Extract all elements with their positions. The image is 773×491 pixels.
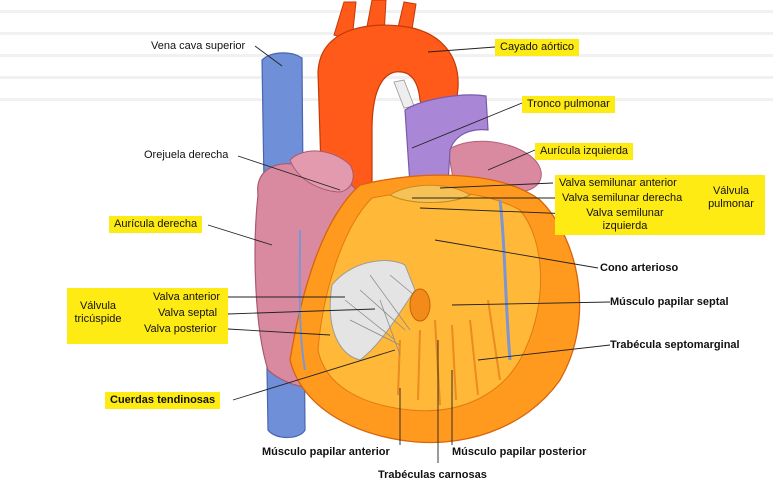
label-valva-semilunar-derecha: Valva semilunar derecha xyxy=(562,192,683,204)
right-auricle-shape xyxy=(289,150,354,193)
chordae-tendineae-lines xyxy=(344,274,421,356)
pulmonary-valve-box xyxy=(555,175,765,235)
label-musculo-papilar-posterior: Músculo papilar posterior xyxy=(452,446,587,458)
septal-papillary-shape xyxy=(409,288,431,322)
label-musculo-papilar-septal: Músculo papilar septal xyxy=(610,296,729,308)
label-valva-anterior: Valva anterior xyxy=(153,291,221,303)
label-trabeculas-carnosas: Trabéculas carnosas xyxy=(378,469,487,481)
label-auricula-izquierda: Aurícula izquierda xyxy=(535,143,634,160)
pulmonary-trunk-shape xyxy=(404,94,489,186)
label-valva-semilunar-izquierda: Valva semilunar izquierda xyxy=(560,207,690,233)
label-valvula-pulmonar-line2: pulmonar xyxy=(708,198,754,210)
label-orejuela-derecha: Orejuela derecha xyxy=(144,149,229,161)
label-cono-arterioso: Cono arterioso xyxy=(600,262,679,274)
label-valvula-tricuspide-line1: Válvula xyxy=(79,300,117,312)
tricuspid-valve-box xyxy=(67,288,228,344)
label-valva-semilunar-izquierda-line2: izquierda xyxy=(602,220,648,232)
label-cuerdas-tendinosas: Cuerdas tendinosas xyxy=(105,392,221,409)
label-valva-semilunar-izquierda-line1: Valva semilunar xyxy=(586,207,664,219)
coronary-vessel-2 xyxy=(298,229,306,371)
trabeculae-lines xyxy=(397,299,501,406)
label-valvula-tricuspide-line2: tricúspide xyxy=(74,313,122,325)
label-valvula-pulmonar-line1: Válvula xyxy=(712,185,750,197)
label-auricula-derecha: Aurícula derecha xyxy=(109,216,203,233)
label-tronco-pulmonar: Tronco pulmonar xyxy=(522,96,615,113)
label-vena-cava-superior: Vena cava superior xyxy=(151,40,246,52)
label-musculo-papilar-anterior: Músculo papilar anterior xyxy=(262,446,390,458)
label-trabecula-septomarginal: Trabécula septomarginal xyxy=(610,339,740,351)
label-valva-posterior: Valva posterior xyxy=(144,323,217,335)
label-valvula-tricuspide: Válvula tricúspide xyxy=(70,300,126,326)
label-cayado-aortico: Cayado aórtico xyxy=(495,39,579,56)
label-valvula-pulmonar: Válvula pulmonar xyxy=(703,185,759,211)
label-valva-septal: Valva septal xyxy=(158,307,218,319)
label-valva-semilunar-anterior: Valva semilunar anterior xyxy=(559,177,677,189)
coronary-vessel-1 xyxy=(498,199,512,361)
